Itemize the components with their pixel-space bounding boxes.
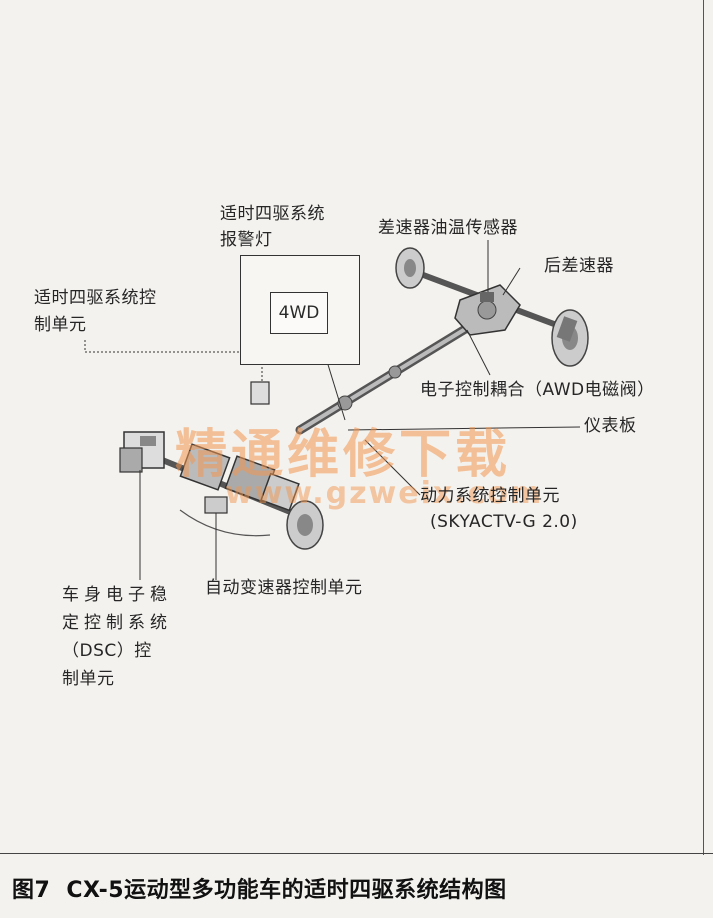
rear-differential <box>454 284 521 336</box>
label-coupling: 电子控制耦合（AWD电磁阀） <box>420 380 655 400</box>
tcm-box <box>204 496 228 514</box>
label-pcm-line2: (SKYACTV-G 2.0) <box>430 512 578 532</box>
front-axle-transmission <box>148 443 324 550</box>
label-pcm-line1: 动力系统控制单元 <box>420 486 560 506</box>
label-diff-temp-sensor: 差速器油温传感器 <box>378 218 518 238</box>
label-dsc-line1: 车身电子稳 <box>62 585 172 605</box>
figure-number: 图7 <box>12 878 51 903</box>
caption-divider <box>0 853 713 854</box>
label-dsc-line4: 制单元 <box>62 669 115 689</box>
label-dsc-line3: （DSC）控 <box>62 641 152 661</box>
dsc-unit <box>119 431 165 473</box>
figure-title: CX-5运动型多功能车的适时四驱系统结构图 <box>66 878 507 903</box>
label-instrument-panel: 仪表板 <box>584 416 637 436</box>
watermark-url: www.gzweix.com <box>225 476 544 511</box>
label-warning-lamp-line2: 报警灯 <box>220 230 273 250</box>
label-warning-lamp-line1: 适时四驱系统 <box>220 204 325 224</box>
figure-caption: 图7 CX-5运动型多功能车的适时四驱系统结构图 <box>12 872 507 904</box>
label-dsc-line2: 定控制系统 <box>62 613 172 633</box>
watermark-main: 精通维修下载 <box>175 424 512 485</box>
frame-border <box>703 0 704 855</box>
propeller-shaft <box>295 315 485 435</box>
4wd-lamp: 4WD <box>270 292 328 334</box>
label-awd-control-unit-line1: 适时四驱系统控 <box>34 288 157 308</box>
label-awd-control-unit-line2: 制单元 <box>34 315 87 335</box>
label-rear-diff: 后差速器 <box>544 256 614 276</box>
awd-control-unit-box <box>250 381 270 405</box>
label-tcm: 自动变速器控制单元 <box>205 578 363 598</box>
